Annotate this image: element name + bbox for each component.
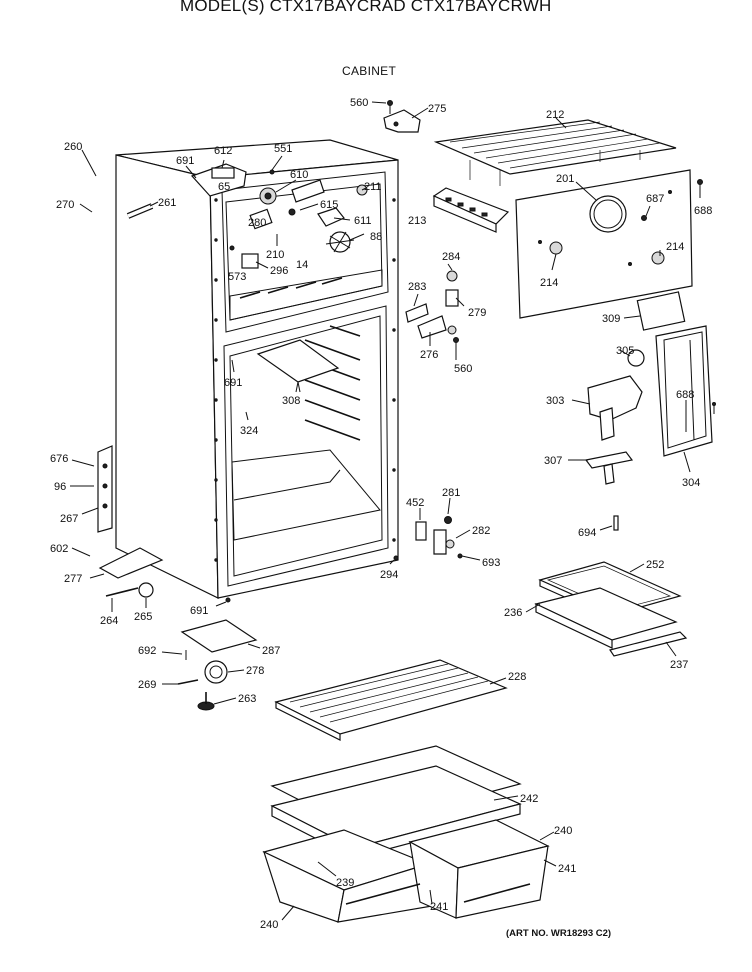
callout-260: 260 — [64, 141, 82, 153]
callout-691: 691 — [224, 377, 242, 389]
leveling-parts — [105, 582, 258, 711]
crisper-cover-assembly — [534, 561, 688, 657]
callout-214: 214 — [666, 241, 684, 253]
callout-265: 265 — [134, 611, 152, 623]
callout-211: 211 — [364, 181, 382, 193]
section-title: CABINET — [342, 64, 397, 78]
misc-small-parts — [393, 515, 619, 561]
callout-610: 610 — [290, 169, 308, 181]
callout-275: 275 — [428, 103, 446, 115]
door-accessories — [584, 325, 716, 485]
callout-252: 252 — [646, 559, 664, 571]
evaporator-cover-201 — [515, 169, 703, 319]
callout-287: 287 — [262, 645, 280, 657]
meat-pan-308 — [256, 339, 340, 393]
callout-602: 602 — [50, 543, 68, 555]
callout-294: 294 — [380, 569, 398, 581]
top-hinge-275 — [383, 100, 421, 133]
callout-278: 278 — [246, 665, 264, 677]
callout-213: 213 — [408, 215, 426, 227]
callout-296: 296 — [270, 265, 288, 277]
callout-284: 284 — [442, 251, 460, 263]
callout-241: 241 — [558, 863, 576, 875]
callout-276: 276 — [420, 349, 438, 361]
callout-241: 241 — [430, 901, 448, 913]
callout-324: 324 — [240, 425, 258, 437]
callout-691: 691 — [190, 605, 208, 617]
callout-688: 688 — [694, 205, 712, 217]
callout-270: 270 — [56, 199, 74, 211]
callout-281: 281 — [442, 487, 460, 499]
fresh-food-shelf-228 — [274, 659, 508, 741]
callout-551: 551 — [274, 143, 292, 155]
callout-239: 239 — [336, 877, 354, 889]
callout-283: 283 — [408, 281, 426, 293]
callout-279: 279 — [468, 307, 486, 319]
callout-676: 676 — [50, 453, 68, 465]
callout-692: 692 — [138, 645, 156, 657]
leader-lines — [70, 101, 691, 921]
callout-615: 615 — [320, 199, 338, 211]
callout-labels: 560 275 212 260 270 261 612 551 691 610 … — [50, 97, 712, 931]
callout-65: 65 — [218, 181, 230, 193]
callout-611: 611 — [354, 215, 372, 227]
callout-452: 452 — [406, 497, 424, 509]
callout-691: 691 — [176, 155, 194, 167]
callout-304: 304 — [682, 477, 700, 489]
callout-280: 280 — [248, 217, 266, 229]
callout-264: 264 — [100, 615, 118, 627]
callout-307: 307 — [544, 455, 562, 467]
callout-261: 261 — [158, 197, 176, 209]
callout-612: 612 — [214, 145, 232, 157]
callout-693: 693 — [482, 557, 500, 569]
callout-212: 212 — [546, 109, 564, 121]
callout-305: 305 — [616, 345, 634, 357]
callout-88: 88 — [370, 231, 382, 243]
callout-688: 688 — [676, 389, 694, 401]
door-stop-parts — [405, 270, 459, 352]
callout-560: 560 — [350, 97, 368, 109]
callout-201: 201 — [556, 173, 574, 185]
callout-242: 242 — [520, 793, 538, 805]
callout-240: 240 — [554, 825, 572, 837]
callout-687: 687 — [646, 193, 664, 205]
callout-309: 309 — [602, 313, 620, 325]
callout-282: 282 — [472, 525, 490, 537]
label-309 — [636, 291, 686, 331]
freezer-control-parts — [190, 163, 368, 269]
callout-308: 308 — [282, 395, 300, 407]
callout-228: 228 — [508, 671, 526, 683]
callout-263: 263 — [238, 693, 256, 705]
ice-tray-213 — [432, 187, 510, 233]
callout-560: 560 — [454, 363, 472, 375]
model-title: MODEL(S) CTX17BAYCRAD CTX17BAYCRWH — [180, 0, 552, 15]
art-number: (ART NO. WR18293 C2) — [506, 928, 612, 939]
freezer-shelf-212 — [433, 119, 677, 186]
callout-694: 694 — [578, 527, 596, 539]
callout-573: 573 — [228, 271, 246, 283]
callout-210: 210 — [266, 249, 284, 261]
crisper-drawers — [262, 745, 550, 923]
callout-214: 214 — [540, 277, 558, 289]
callout-303: 303 — [546, 395, 564, 407]
callout-237: 237 — [670, 659, 688, 671]
refrigerator-cabinet — [97, 139, 399, 599]
callout-269: 269 — [138, 679, 156, 691]
callout-267: 267 — [60, 513, 78, 525]
callout-14: 14 — [296, 259, 308, 271]
callout-96: 96 — [54, 481, 66, 493]
callout-277: 277 — [64, 573, 82, 585]
callout-240: 240 — [260, 919, 278, 931]
callout-236: 236 — [504, 607, 522, 619]
